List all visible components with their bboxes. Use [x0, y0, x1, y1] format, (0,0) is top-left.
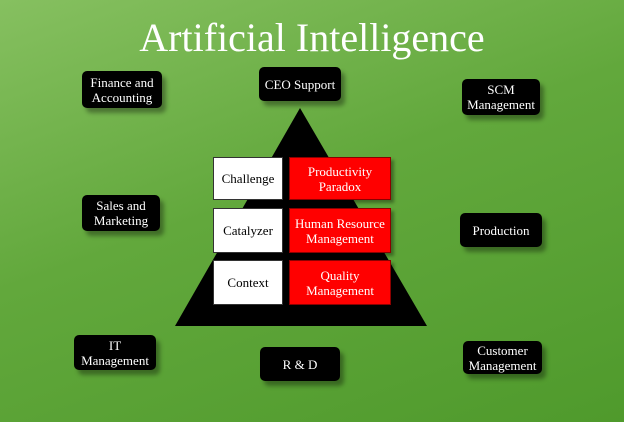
box-production: Production — [460, 213, 542, 247]
box-customer-management: Customer Management — [463, 341, 542, 374]
pyramid-row-2-value: Human Resource Management — [289, 208, 391, 253]
box-ceo-support: CEO Support — [259, 67, 341, 101]
box-it-management: IT Management — [74, 335, 156, 370]
pyramid-row-3-value: Quality Management — [289, 260, 391, 305]
box-scm-management: SCM Management — [462, 79, 540, 115]
pyramid-row-2-label: Catalyzer — [213, 208, 283, 253]
diagram-title: Artificial Intelligence — [139, 15, 485, 60]
pyramid-row-3-label: Context — [213, 260, 283, 305]
pyramid-row-1-label: Challenge — [213, 157, 283, 200]
box-r-and-d: R & D — [260, 347, 340, 381]
box-finance-accounting: Finance and Accounting — [82, 71, 162, 108]
box-sales-marketing: Sales and Marketing — [82, 195, 160, 231]
pyramid-row-1-value: Productivity Paradox — [289, 157, 391, 200]
